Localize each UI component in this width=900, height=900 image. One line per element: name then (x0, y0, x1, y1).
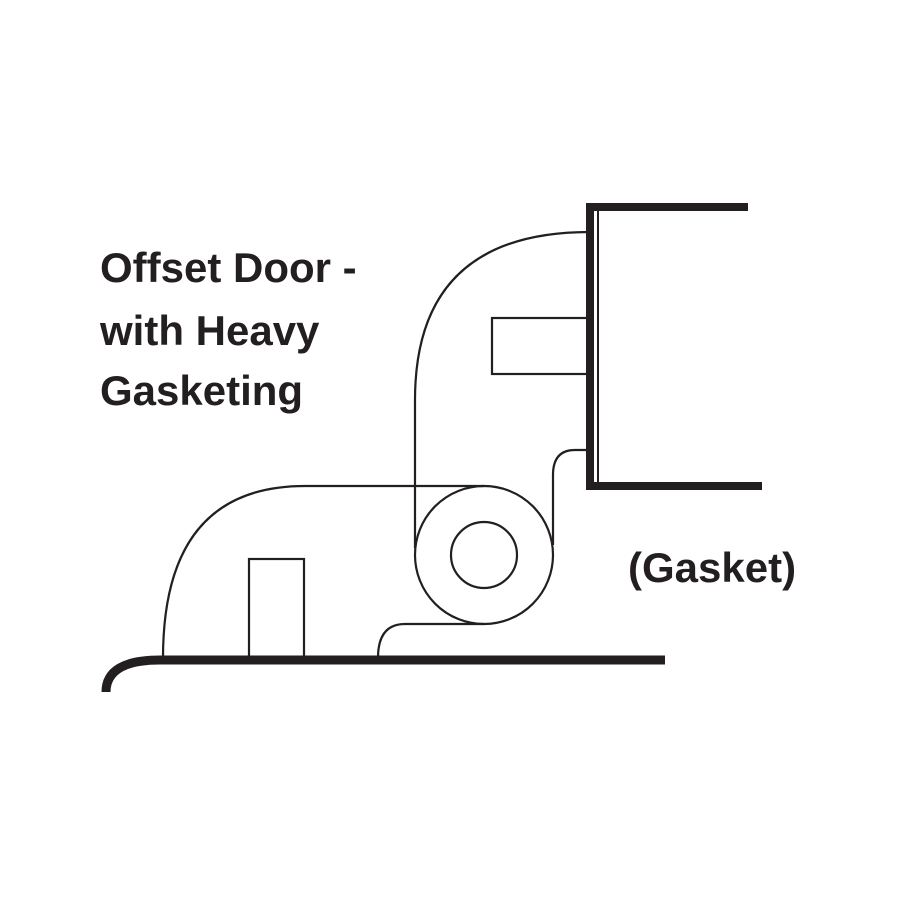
lower-gasket-rect (247, 557, 306, 659)
lower-gasket-outline (161, 484, 484, 659)
title-line-2: with Heavy (99, 307, 320, 354)
door-frame-bracket (586, 203, 762, 490)
upper-gasket-outline (413, 230, 591, 548)
title-line-3: Gasketing (100, 367, 303, 414)
title-line-1: Offset Door - (100, 244, 357, 291)
upper-gasket-rect (490, 316, 590, 376)
gasket-label: (Gasket) (628, 544, 796, 591)
gasket-bulb-inner (449, 520, 519, 590)
lower-gasket-foot (376, 622, 484, 659)
gasket-bulb-outer (413, 484, 555, 626)
door-base-plate (101, 655, 665, 693)
gasket-connector-curve (551, 448, 590, 545)
